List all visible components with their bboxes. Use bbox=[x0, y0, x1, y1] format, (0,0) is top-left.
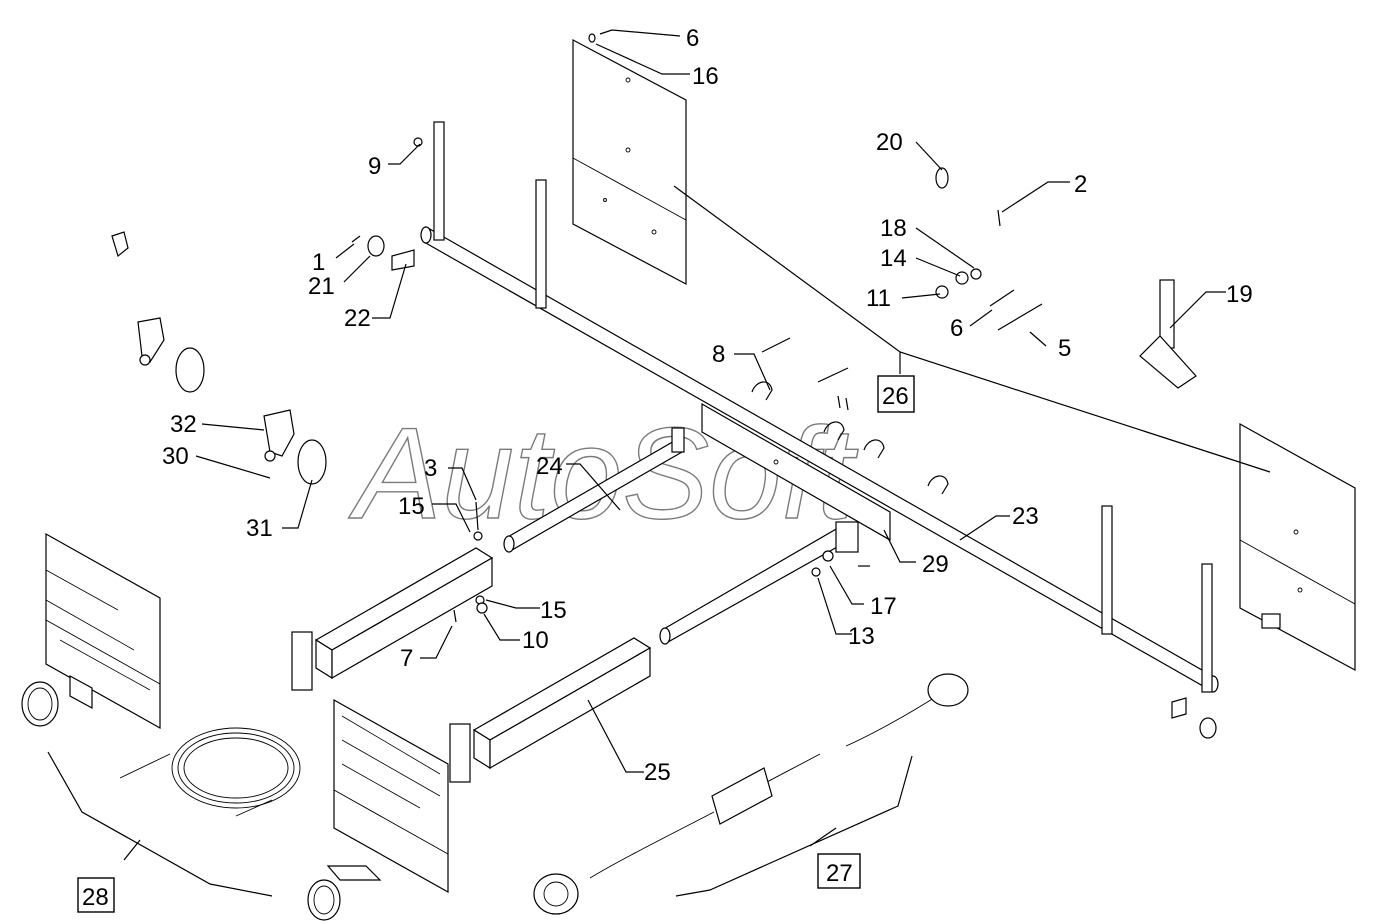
right-plate bbox=[1239, 422, 1356, 672]
callout-2: 2 bbox=[1074, 171, 1087, 198]
callout-31: 31 bbox=[246, 515, 273, 542]
top-plate bbox=[572, 39, 687, 285]
callout-29: 29 bbox=[922, 551, 949, 578]
callout-18: 18 bbox=[880, 215, 907, 242]
square-beam-upper bbox=[291, 547, 494, 691]
boxed-callout-28: 28 bbox=[82, 884, 109, 911]
boxed-callout-26: 26 bbox=[882, 383, 909, 410]
callout-22: 22 bbox=[344, 305, 371, 332]
callout-11: 11 bbox=[866, 285, 891, 312]
callout-23: 23 bbox=[1012, 503, 1039, 530]
callout-6-mid: 6 bbox=[950, 315, 963, 342]
callout-labels: 1 2 3 5 6 6 7 8 9 10 11 13 14 15 15 16 1… bbox=[162, 25, 1253, 786]
tube-13 bbox=[659, 521, 859, 645]
callout-17: 17 bbox=[870, 593, 897, 620]
leader-lines bbox=[47, 29, 1271, 897]
callout-7: 7 bbox=[400, 645, 413, 672]
callout-6-top: 6 bbox=[686, 25, 699, 52]
callout-13: 13 bbox=[848, 623, 875, 650]
callout-5: 5 bbox=[1058, 335, 1071, 362]
left-lamp-plate bbox=[21, 532, 161, 730]
callout-25: 25 bbox=[644, 759, 671, 786]
callout-3: 3 bbox=[424, 455, 437, 482]
callout-15-upper: 15 bbox=[398, 493, 425, 520]
boxed-callouts: 26 27 28 bbox=[77, 375, 915, 913]
callout-20: 20 bbox=[876, 129, 903, 156]
callout-15-lower: 15 bbox=[540, 597, 567, 624]
flat-bar bbox=[701, 402, 891, 542]
callout-32: 32 bbox=[170, 411, 197, 438]
center-lamp-plate bbox=[307, 698, 449, 921]
bracket-19 bbox=[1139, 279, 1197, 389]
callout-19: 19 bbox=[1226, 281, 1253, 308]
callout-24: 24 bbox=[536, 453, 563, 480]
callout-8: 8 bbox=[712, 341, 725, 368]
callout-16: 16 bbox=[692, 63, 719, 90]
callout-1: 1 bbox=[312, 249, 325, 276]
callout-21: 21 bbox=[308, 273, 335, 300]
boxed-callout-27: 27 bbox=[826, 860, 853, 887]
wiring-harness bbox=[533, 673, 969, 915]
main-cross-tube bbox=[420, 121, 1219, 693]
callout-14: 14 bbox=[880, 245, 907, 272]
callout-9: 9 bbox=[368, 153, 381, 180]
small-hardware bbox=[111, 29, 1217, 739]
tube-24 bbox=[503, 427, 685, 553]
cable-coil bbox=[119, 727, 301, 817]
square-beam-lower bbox=[449, 637, 652, 783]
callout-10: 10 bbox=[522, 627, 549, 654]
callout-30: 30 bbox=[162, 443, 189, 470]
